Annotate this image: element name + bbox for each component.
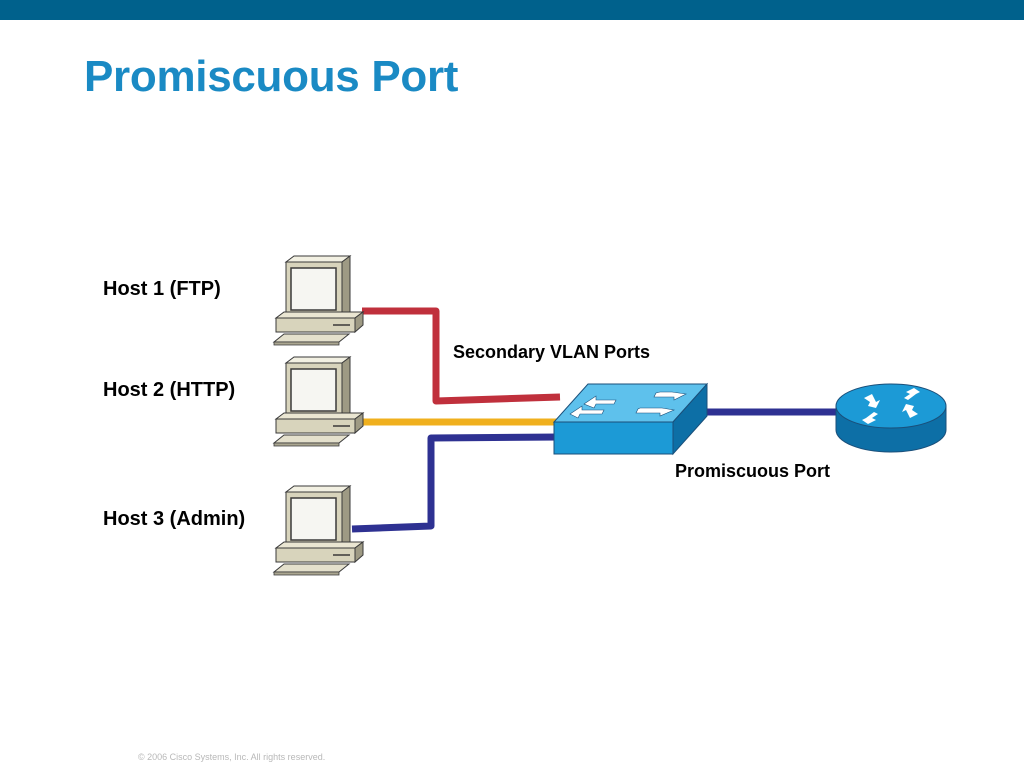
switch-icon bbox=[552, 382, 709, 456]
secondary-vlan-ports-label: Secondary VLAN Ports bbox=[453, 342, 651, 362]
host3-workstation-icon bbox=[273, 485, 364, 576]
host1-workstation-icon bbox=[273, 255, 364, 346]
top-bar bbox=[0, 0, 1024, 20]
slide-title: Promiscuous Port bbox=[84, 52, 459, 101]
host3-link bbox=[351, 433, 561, 533]
host3-label: Host 3 (Admin) bbox=[103, 508, 246, 530]
host1-link bbox=[362, 307, 561, 405]
promiscuous-port-label: Promiscuous Port bbox=[675, 461, 831, 481]
host1-label: Host 1 (FTP) bbox=[103, 278, 221, 300]
copyright-footer: © 2006 Cisco Systems, Inc. All rights re… bbox=[138, 752, 326, 762]
host2-label: Host 2 (HTTP) bbox=[103, 379, 236, 401]
router-icon bbox=[835, 383, 947, 453]
host2-workstation-icon bbox=[273, 356, 364, 447]
